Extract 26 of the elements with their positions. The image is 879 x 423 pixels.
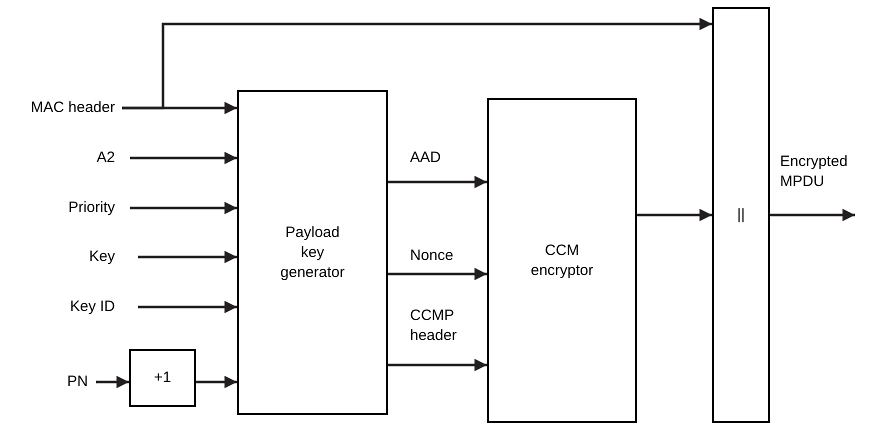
arrow (196, 376, 237, 388)
arrow (770, 208, 855, 222)
arrow (637, 208, 712, 222)
edge-label: AAD (410, 148, 442, 168)
arrow (122, 18, 712, 110)
arrow (388, 268, 487, 280)
edge-label: CCMP header (410, 306, 458, 346)
arrow (388, 358, 487, 372)
arrow (138, 300, 237, 314)
arrow (130, 202, 237, 214)
arrow (388, 176, 487, 188)
input-label: MAC header (5, 98, 115, 118)
process-box: CCM encryptor (487, 98, 637, 423)
input-label: Key (5, 247, 115, 267)
arrow (96, 376, 129, 388)
arrow (138, 250, 237, 264)
concatenation-box: || (712, 7, 770, 423)
increment-box: +1 (129, 349, 196, 407)
edge-label: Nonce (410, 246, 454, 266)
input-label: PN (40, 372, 88, 392)
input-label: Priority (5, 198, 115, 218)
input-label: A2 (5, 148, 115, 168)
edge-label: Encrypted MPDU (780, 152, 849, 192)
arrow (130, 152, 237, 164)
input-label: Key ID (5, 297, 115, 317)
process-box: Payload key generator (237, 90, 388, 415)
